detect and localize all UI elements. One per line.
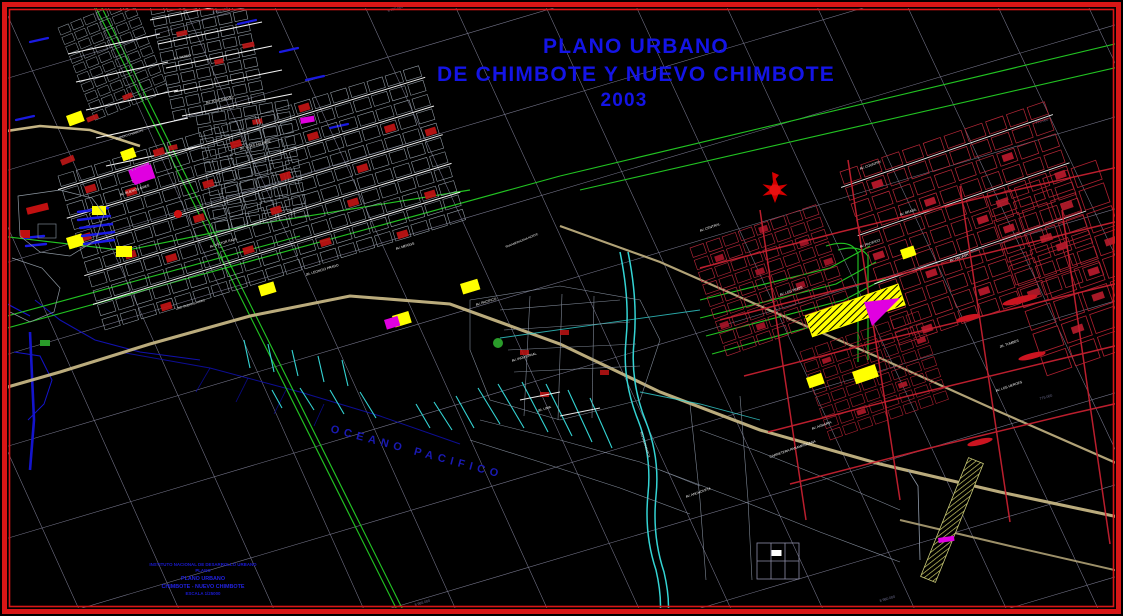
svg-text:775 000: 775 000 <box>1039 394 1053 401</box>
zone-yellow-b <box>258 281 277 297</box>
svg-text:JR. TUMBES: JR. TUMBES <box>999 338 1020 349</box>
zone-yellow-a <box>65 233 85 250</box>
index-key-map[interactable] <box>756 542 800 580</box>
footer-line1: INSTITUTO NACIONAL DE DESARROLLO URBANO <box>149 562 257 567</box>
svg-text:AV. BRASIL: AV. BRASIL <box>899 207 917 217</box>
zone-yellow-port <box>116 246 132 257</box>
aeropuerto-runway <box>920 457 984 583</box>
zone-yellow-nc1 <box>805 372 825 389</box>
zona-intermedia <box>469 285 901 581</box>
svg-text:8 980 000: 8 980 000 <box>879 595 895 603</box>
drawing-frame-inner <box>8 8 1115 608</box>
district-nuevo-chimbote <box>689 101 1115 545</box>
svg-text:AV. INDUSTRIAL: AV. INDUSTRIAL <box>511 351 537 362</box>
footer-line5: ESCALA 1/25000 <box>186 591 222 596</box>
svg-text:AV. PARDO: AV. PARDO <box>173 53 191 61</box>
footer-line3: PLANO URBANO <box>181 576 225 582</box>
svg-text:AV. JOSE GALVEZ: AV. JOSE GALVEZ <box>205 95 234 105</box>
zona-recreativa-magenta <box>864 298 900 326</box>
zone-yellow-nc3 <box>900 245 917 260</box>
zone-yellow-f <box>120 147 137 162</box>
svg-text:AV. PACIFICO: AV. PACIFICO <box>475 297 497 307</box>
svg-text:AV. COUNTRY: AV. COUNTRY <box>859 160 882 171</box>
svg-text:AV. AGRARIA: AV. AGRARIA <box>811 420 833 431</box>
zone-yellow-d <box>460 278 481 295</box>
runway-marker <box>938 535 955 543</box>
footer-title-block: INSTITUTO NACIONAL DE DESARROLLO URBANO … <box>149 562 257 596</box>
zone-yellow-e <box>66 110 85 127</box>
key-map-highlight <box>771 550 782 556</box>
district-chimbote-centro <box>57 65 503 348</box>
svg-text:AV. LOS PINOS: AV. LOS PINOS <box>779 285 804 297</box>
ocean-water <box>8 299 461 471</box>
svg-text:AV. PACIFICO: AV. PACIFICO <box>859 238 881 249</box>
zone-magenta-d <box>384 315 401 330</box>
svg-text:770 000: 770 000 <box>1035 118 1049 125</box>
footer-line2: PLANO <box>195 568 211 573</box>
zona-industrial-hatch <box>804 283 906 338</box>
red-star-marker[interactable] <box>762 172 788 203</box>
plan-title-line2: DE CHIMBOTE Y NUEVO CHIMBOTE <box>437 63 835 86</box>
svg-text:AV. MEIGGS: AV. MEIGGS <box>395 241 415 251</box>
plan-title-line1: PLANO URBANO <box>543 35 729 58</box>
puerto-chimbote <box>9 189 132 346</box>
svg-text:AV. ANCASH: AV. ANCASH <box>949 253 970 263</box>
svg-text:AV. CENTRAL: AV. CENTRAL <box>699 222 721 233</box>
zone-green-park <box>493 338 503 348</box>
svg-text:JR. ELIAS AGUIRRE: JR. ELIAS AGUIRRE <box>239 139 272 151</box>
zone-magenta-c <box>130 164 156 186</box>
svg-text:8 995 000: 8 995 000 <box>212 7 228 15</box>
zone-yellow-nc2 <box>851 364 879 385</box>
zone-magenta-small <box>300 115 315 124</box>
footer-line4: CHIMBOTE - NUEVO CHIMBOTE <box>162 584 245 590</box>
svg-text:8 985 000: 8 985 000 <box>414 599 430 607</box>
plan-title-year: 2003 <box>600 90 647 111</box>
special-zones <box>804 245 1046 583</box>
svg-text:JR. LIMA: JR. LIMA <box>537 405 552 413</box>
plaza-marker <box>174 210 182 218</box>
